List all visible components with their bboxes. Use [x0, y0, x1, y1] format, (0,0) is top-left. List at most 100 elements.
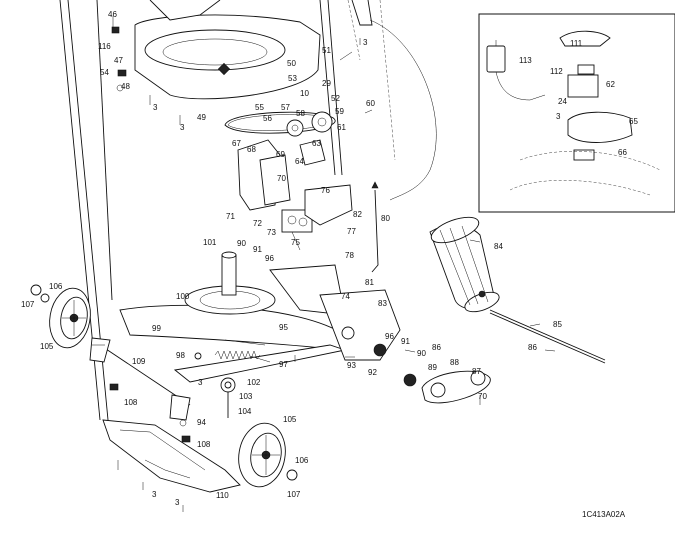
- callout: 101: [203, 238, 217, 247]
- mower-deck: [119, 251, 401, 383]
- callout: 96: [265, 254, 274, 263]
- callout: 89: [428, 363, 437, 372]
- callout: 90: [417, 349, 426, 358]
- callout: 70: [277, 174, 286, 183]
- callout: 67: [232, 139, 241, 148]
- callout: 109: [132, 357, 146, 366]
- inset-panel: [478, 13, 675, 213]
- callout: 77: [347, 227, 356, 236]
- callout: 87: [472, 367, 481, 376]
- callout: 103: [239, 392, 253, 401]
- callout: 106: [49, 282, 63, 291]
- control-cable: [369, 19, 437, 273]
- callout: 94: [197, 418, 206, 427]
- callout: 106: [295, 456, 309, 465]
- gear-bracket: [237, 139, 353, 233]
- chain-drive: [341, 326, 491, 404]
- callout: 80: [381, 214, 390, 223]
- callout: 104: [238, 407, 252, 416]
- callout: 56: [263, 114, 272, 123]
- callout: 3: [180, 123, 185, 132]
- callout: 98: [176, 351, 185, 360]
- callout: 46: [108, 10, 117, 19]
- callout: 76: [321, 186, 330, 195]
- callout: 93: [347, 361, 356, 370]
- callout: 111: [570, 39, 583, 48]
- callout: 52: [331, 94, 340, 103]
- tension-spring: [214, 350, 261, 360]
- callout: 78: [345, 251, 354, 260]
- callout: 82: [353, 210, 362, 219]
- wheel-right: [238, 422, 286, 488]
- callout: 3: [363, 38, 368, 47]
- callout: 102: [247, 378, 261, 387]
- callout: 57: [281, 103, 290, 112]
- callout: 71: [226, 212, 235, 221]
- callout: 86: [528, 343, 537, 352]
- callout: 83: [378, 299, 387, 308]
- callout: 10: [300, 89, 309, 98]
- callout: 105: [283, 415, 297, 424]
- callout: 61: [337, 123, 346, 132]
- callout: 86: [432, 343, 441, 352]
- callout: 73: [267, 228, 276, 237]
- callout: 70: [478, 392, 487, 401]
- callout: 51: [322, 46, 331, 55]
- callout: 113: [519, 56, 532, 65]
- callout: 85: [553, 320, 562, 329]
- callout: 55: [255, 103, 264, 112]
- callout: 90: [237, 239, 246, 248]
- callout: 75: [291, 238, 300, 247]
- callout: 112: [550, 67, 563, 76]
- callout: 3: [153, 103, 158, 112]
- callout: 105: [40, 342, 54, 351]
- collector-funnel: [134, 0, 373, 100]
- roller-brush: [429, 216, 500, 313]
- callout: 3: [556, 112, 561, 121]
- callout: 88: [450, 358, 459, 367]
- callout: 110: [216, 491, 229, 500]
- callout: 68: [247, 145, 256, 154]
- callout: 48: [121, 82, 130, 91]
- callout: 91: [253, 245, 262, 254]
- drive-shaft: [489, 309, 606, 364]
- callout: 3: [175, 498, 180, 507]
- callout-labels: 46 116 47 54 48 3 49 50 51 53 29 10 52 5…: [21, 10, 638, 507]
- callout: 100: [176, 292, 190, 301]
- callout: 29: [322, 79, 331, 88]
- callout: 54: [100, 68, 109, 77]
- hardware: [30, 26, 556, 512]
- callout: 65: [629, 117, 638, 126]
- callout: 66: [618, 148, 627, 157]
- callout: 53: [288, 74, 297, 83]
- wheel-left: [49, 287, 91, 349]
- callout: 97: [279, 360, 288, 369]
- callout: 3: [152, 490, 157, 499]
- callout: 96: [385, 332, 394, 341]
- callout: 64: [295, 157, 304, 166]
- callout: 99: [152, 324, 161, 333]
- callout: 84: [494, 242, 503, 251]
- callout: 108: [197, 440, 211, 449]
- callout: 116: [98, 42, 111, 51]
- callout: 47: [114, 56, 123, 65]
- callout: 63: [312, 139, 321, 148]
- callout: 49: [197, 113, 206, 122]
- callout: 72: [253, 219, 262, 228]
- callout: 107: [287, 490, 301, 499]
- callout: 3: [198, 378, 203, 387]
- bottom-plate: [102, 419, 241, 493]
- drive-belt: [224, 111, 336, 137]
- callout: 59: [335, 107, 344, 116]
- drawing-code: 1C413A02A: [582, 510, 626, 519]
- callout: 62: [606, 80, 615, 89]
- callout: 92: [368, 368, 377, 377]
- callout: 74: [341, 292, 350, 301]
- callout: 24: [558, 97, 567, 106]
- callout: 81: [365, 278, 374, 287]
- callout: 58: [296, 109, 305, 118]
- leader-lines: [92, 16, 541, 363]
- callout: 60: [366, 99, 375, 108]
- callout: 50: [287, 59, 296, 68]
